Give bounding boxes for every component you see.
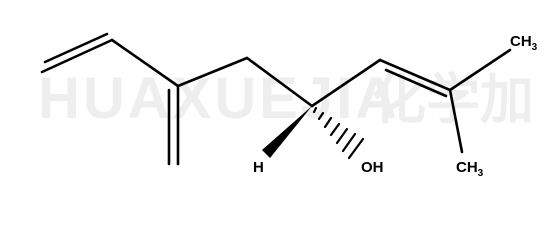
bond-c3-c4	[176, 56, 249, 88]
bond-vinyl-outer	[40, 38, 114, 74]
bond-c5-c6	[310, 58, 382, 108]
bond-alkene-inner	[384, 68, 448, 98]
watermark-latin: HUAXUEJIA	[38, 66, 400, 131]
bond-to-ch3-bottom	[448, 88, 464, 154]
bond-alkene-outer	[378, 58, 452, 92]
molecule-structure: HUAXUEJIA 化学加 CH3 CH3 H OH	[38, 32, 538, 179]
wedge-bond-h	[262, 106, 312, 158]
ch3-top-base: CH	[510, 33, 532, 50]
bond-to-ch3-top	[448, 48, 512, 92]
ch3-bottom-base: CH	[456, 159, 478, 176]
hash-bond-oh	[312, 106, 365, 160]
bond-vinyl-inner	[43, 32, 109, 64]
ch3-top-label: CH3	[510, 33, 538, 53]
ch3-bottom-sub: 3	[478, 168, 484, 179]
bond-c4-c5	[245, 56, 314, 108]
h-label: H	[253, 159, 264, 176]
ch3-bottom-label: CH3	[456, 159, 484, 179]
oh-label: OH	[361, 159, 384, 176]
ch3-top-sub: 3	[532, 42, 538, 53]
bond-c2-c3	[110, 38, 180, 88]
